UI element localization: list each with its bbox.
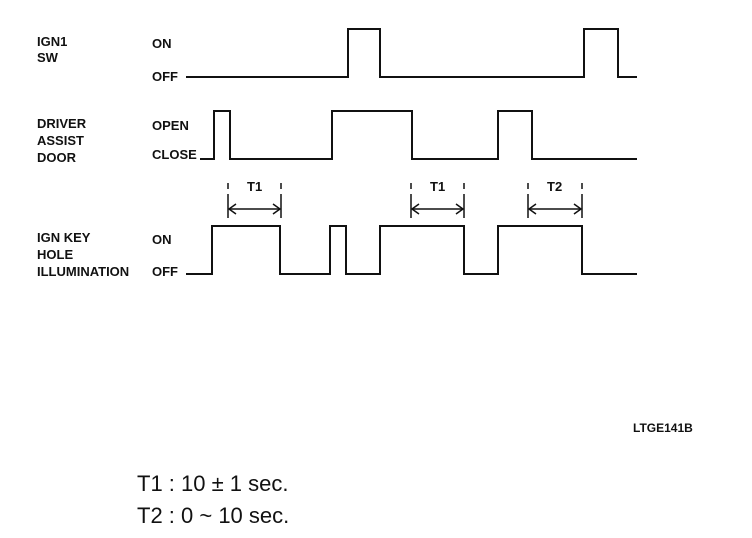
signal-illum-waveform	[186, 225, 637, 275]
signal-ign1-low-state: OFF	[152, 69, 178, 84]
signal-door-label-line2: ASSIST	[37, 133, 84, 148]
signal-ign1-label-line1: IGN1	[37, 34, 67, 49]
timer-arrowhead-right	[455, 203, 465, 215]
signal-door-low-state: CLOSE	[152, 147, 197, 162]
signal-illum-label-line1: IGN KEY	[37, 230, 91, 245]
signal-door-waveform	[200, 110, 637, 160]
timer-arrowhead-left	[527, 203, 537, 215]
timer-arrowhead-left	[410, 203, 420, 215]
timer-label: T1	[247, 179, 262, 194]
timer-marker-t1-first: T1	[227, 179, 282, 218]
timer-marker-t2: T2	[527, 179, 583, 218]
signal-door-high-state: OPEN	[152, 118, 189, 133]
timer-arrowhead-left	[227, 203, 237, 215]
signal-door-label-line1: DRIVER	[37, 116, 87, 131]
timer-arrowhead-right	[272, 203, 282, 215]
signal-ign1-waveform	[186, 28, 637, 78]
signal-door-label-line3: DOOR	[37, 150, 77, 165]
signal-illum-high-state: ON	[152, 232, 172, 247]
signal-ign1-high-state: ON	[152, 36, 172, 51]
timer-label: T2	[547, 179, 562, 194]
signal-illum-low-state: OFF	[152, 264, 178, 279]
figure-code: LTGE141B	[633, 421, 693, 435]
legend-line-t2: T2 : 0 ~ 10 sec.	[137, 503, 289, 528]
signal-illum-label-line3: ILLUMINATION	[37, 264, 129, 279]
timer-marker-t1-second: T1	[410, 179, 465, 218]
signal-ign1-label-line2: SW	[37, 50, 59, 65]
legend-line-t1: T1 : 10 ± 1 sec.	[137, 471, 288, 496]
timer-label: T1	[430, 179, 445, 194]
signal-illum-label-line2: HOLE	[37, 247, 73, 262]
timer-arrowhead-right	[573, 203, 583, 215]
